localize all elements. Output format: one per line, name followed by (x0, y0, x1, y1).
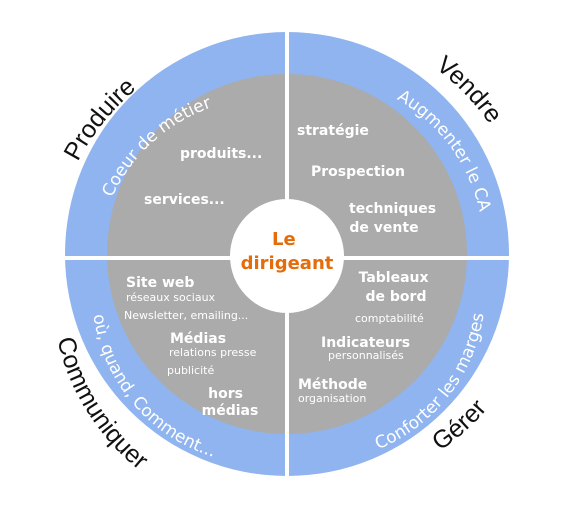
item-de-bord: de bord (366, 289, 427, 305)
item-prospection: Prospection (311, 164, 405, 180)
item-publicite: publicité (167, 364, 214, 377)
item-indicateurs: Indicateurs (321, 335, 410, 351)
item-techniques: techniques (349, 201, 436, 217)
item-tableaux-de-bord: Tableaux de bord (359, 270, 434, 305)
svg-text:Le dirigeant: Le dirigeant (241, 229, 334, 274)
item-hors-medias-line: médias (202, 403, 259, 419)
center-circle (230, 199, 344, 313)
item-techniques-de-vente: techniques de vente (349, 201, 441, 236)
item-de-vente: de vente (349, 220, 418, 236)
item-relations-presse: relations presse (169, 346, 257, 359)
item-reseaux-sociaux: réseaux sociaux (126, 291, 216, 304)
item-medias: Médias (170, 331, 226, 347)
item-strategie: stratégie (297, 123, 369, 139)
center-line1: Le (272, 229, 296, 250)
item-organisation: organisation (298, 392, 366, 405)
item-services: services... (144, 192, 225, 208)
item-newsletter: Newsletter, emailing... (124, 309, 248, 322)
item-hors-medias: hors médias (202, 386, 259, 419)
item-tableaux: Tableaux (359, 270, 429, 286)
item-produits: produits... (180, 146, 262, 162)
center-line2: dirigeant (241, 253, 334, 274)
item-hors: hors (208, 386, 243, 402)
item-methode: Méthode (298, 377, 367, 393)
item-comptabilite: comptabilité (355, 312, 424, 325)
item-site-web: Site web (126, 275, 194, 291)
item-personnalises: personnalisés (328, 349, 404, 362)
